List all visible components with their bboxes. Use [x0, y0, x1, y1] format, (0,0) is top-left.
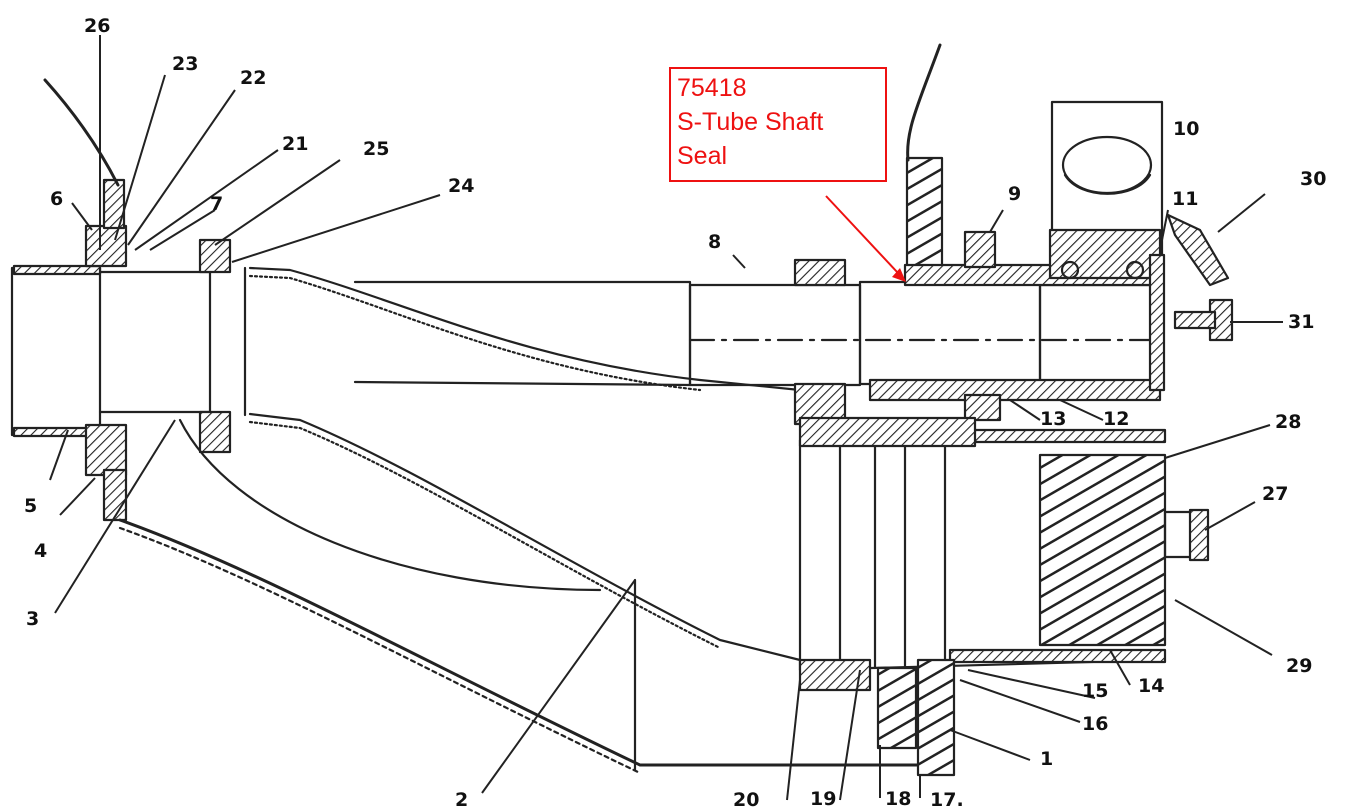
- nut-9: [963, 230, 997, 269]
- ring-25-bottom: [198, 410, 232, 454]
- tube-line-24: [208, 266, 247, 417]
- s-tube-upper-inner: [248, 274, 702, 392]
- label-6: 6: [50, 188, 63, 210]
- cable-top: [906, 43, 942, 162]
- shaft-end: [1038, 283, 1162, 385]
- plate-17: [916, 658, 956, 777]
- label-3: 3: [26, 608, 39, 630]
- label-1: 1: [1040, 748, 1053, 770]
- cable-26: [43, 78, 120, 187]
- s-tube-upper: [248, 266, 802, 392]
- shaft-main: [858, 280, 1042, 386]
- label-16: 16: [1082, 713, 1108, 735]
- fitting-27-cap: [1188, 508, 1210, 562]
- shaft-body: [688, 283, 862, 387]
- label-22: 22: [240, 67, 266, 89]
- label-11: 11: [1172, 188, 1198, 210]
- label-4: 4: [34, 540, 47, 562]
- housing-12-bottom: [868, 378, 1162, 402]
- label-12: 12: [1103, 408, 1129, 430]
- bearing-ball-b: [1125, 260, 1145, 280]
- callout-line-1: S-Tube Shaft: [677, 108, 824, 136]
- bracket-30: [1166, 213, 1230, 287]
- flange-top-lower: [798, 416, 977, 448]
- label-15: 15: [1082, 680, 1108, 702]
- s-tube-lower-inner: [248, 420, 722, 650]
- label-2: 2: [455, 789, 468, 811]
- clamp-13: [963, 393, 1002, 422]
- bolt-31-stem: [1173, 310, 1217, 330]
- bearing-top: [793, 258, 847, 287]
- cylinder-bottom-wall: [948, 648, 1167, 664]
- part-number-labels: 26 23 22 21 25 24 6 7 8 9 10 11 30 31 13…: [24, 15, 1326, 811]
- label-25: 25: [363, 138, 389, 160]
- label-30: 30: [1300, 168, 1326, 190]
- piston-28: [1038, 453, 1167, 647]
- label-24: 24: [448, 175, 474, 197]
- label-31: 31: [1288, 311, 1314, 333]
- shaft-8: [353, 280, 692, 387]
- ring-lines: [798, 438, 947, 672]
- block-10-shadow: [1063, 173, 1152, 195]
- callout-part-number: 75418: [677, 74, 747, 102]
- label-10: 10: [1173, 118, 1199, 140]
- label-13: 13: [1040, 408, 1066, 430]
- inlet-flange-top: [12, 264, 102, 276]
- label-23: 23: [172, 53, 198, 75]
- part-callout-box: 75418 S-Tube Shaft Seal: [669, 67, 887, 182]
- callout-line-2: Seal: [677, 142, 728, 170]
- label-27: 27: [1262, 483, 1288, 505]
- label-5: 5: [24, 495, 37, 517]
- s-tube-inner-arc: [178, 418, 602, 592]
- label-18: 18: [885, 788, 911, 810]
- label-28: 28: [1275, 411, 1301, 433]
- label-17: 17.: [930, 789, 964, 811]
- label-9: 9: [1008, 183, 1021, 205]
- tube-section-7: [98, 270, 212, 414]
- lever-plate: [905, 156, 944, 280]
- label-26: 26: [84, 15, 110, 37]
- s-tube-lower: [248, 412, 802, 662]
- inlet-pipe: [10, 266, 102, 437]
- outer-shell-dash: [118, 526, 642, 775]
- ring-25-top: [198, 238, 232, 274]
- flange-18: [876, 666, 918, 750]
- label-21: 21: [282, 133, 308, 155]
- plate-3: [102, 468, 128, 522]
- label-8: 8: [708, 231, 721, 253]
- label-7: 7: [210, 193, 223, 215]
- flange-6: [84, 224, 128, 268]
- end-cap: [1148, 253, 1166, 392]
- label-14: 14: [1138, 675, 1164, 697]
- callout-arrow: [825, 195, 906, 282]
- bearing-ball-a: [1060, 260, 1080, 280]
- block-10-hole: [1061, 135, 1153, 195]
- label-19: 19: [810, 788, 836, 810]
- label-20: 20: [733, 789, 759, 811]
- outer-shell: [118, 518, 922, 767]
- flange-4: [84, 423, 128, 477]
- label-29: 29: [1286, 655, 1312, 677]
- leader-lines: [49, 35, 1283, 801]
